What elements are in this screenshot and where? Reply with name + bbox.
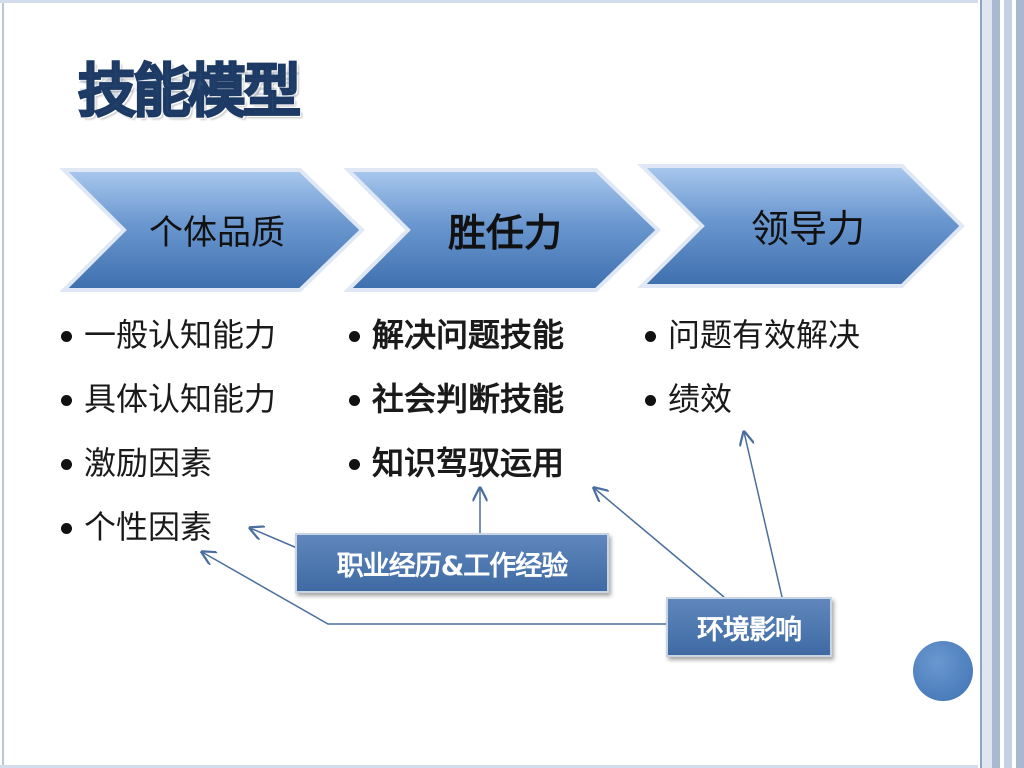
list-item: 个性因素	[58, 504, 276, 568]
chevron-label: 胜任力	[448, 211, 562, 255]
list-leadership: 问题有效解决 绩效	[642, 312, 860, 440]
list-item: 绩效	[642, 376, 860, 440]
slide-frame-right	[978, 0, 1024, 768]
chevron-label: 领导力	[751, 207, 865, 251]
list-item: 具体认知能力	[58, 376, 276, 440]
slide-frame-left	[0, 0, 8, 768]
chevron-individual-quality: 个体品质	[59, 168, 365, 292]
arrow-environment-to-personality	[202, 552, 666, 625]
chevron-label: 个体品质	[149, 213, 285, 253]
arrow-environment-to-knowledge	[594, 488, 725, 598]
list-competency: 解决问题技能 社会判断技能 知识驾驭运用	[346, 312, 564, 504]
arrow-environment-to-performance	[744, 432, 783, 598]
list-item: 激励因素	[58, 440, 276, 504]
slide-frame-bottom	[0, 765, 978, 768]
list-item: 社会判断技能	[346, 376, 564, 440]
list-item: 一般认知能力	[58, 312, 276, 376]
chevron-competency: 胜任力	[343, 168, 661, 292]
list-individual-quality: 一般认知能力 具体认知能力 激励因素 个性因素	[58, 312, 276, 568]
list-item: 解决问题技能	[346, 312, 564, 376]
decorative-circle	[913, 641, 973, 701]
slide-title: 技能模型	[77, 56, 302, 126]
experience-box: 职业经历&工作经验	[295, 533, 609, 593]
list-item: 知识驾驭运用	[346, 440, 564, 504]
arrow-experience-to-personality	[250, 528, 298, 549]
list-item: 问题有效解决	[642, 312, 860, 376]
chevron-leadership: 领导力	[637, 164, 965, 288]
environment-box: 环境影响	[666, 597, 832, 657]
slide-frame-top	[0, 0, 978, 3]
